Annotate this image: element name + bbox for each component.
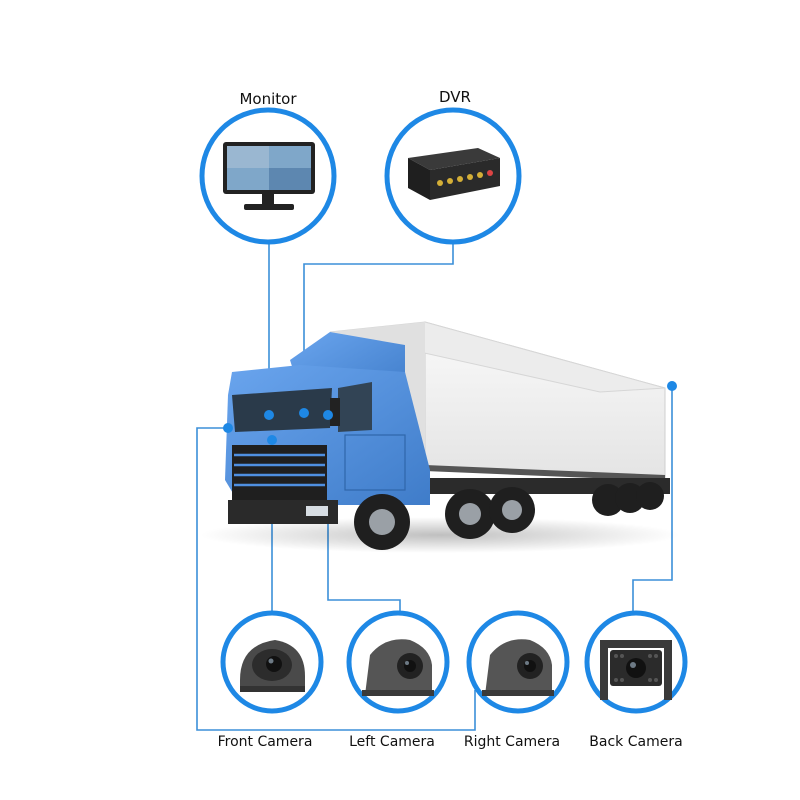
headlight bbox=[306, 506, 328, 516]
dome-camera-icon bbox=[240, 640, 305, 692]
back-camera-node bbox=[584, 610, 688, 714]
mount-points bbox=[223, 381, 677, 445]
back-camera-mount-dot bbox=[667, 381, 677, 391]
dvr-label: DVR bbox=[439, 88, 471, 106]
trailer-wheel-3 bbox=[636, 482, 664, 510]
right-camera-connection-line bbox=[196, 427, 476, 731]
truck-illustration bbox=[200, 321, 680, 553]
cab-side-window bbox=[338, 382, 372, 432]
left-camera-node bbox=[346, 610, 450, 714]
trailer-bottom-rail bbox=[424, 465, 666, 481]
monitor-icon bbox=[223, 142, 315, 210]
front-camera-mount-dot bbox=[267, 435, 277, 445]
back-camera-connection-line bbox=[632, 388, 673, 613]
right-camera-label: Right Camera bbox=[463, 734, 561, 750]
monitor-mount-dot bbox=[264, 410, 274, 420]
cab-door bbox=[344, 434, 406, 491]
dvr-mount-dot bbox=[299, 408, 309, 418]
side-mirror bbox=[330, 398, 340, 426]
dvr-connection-line bbox=[303, 240, 454, 413]
cab-windshield bbox=[232, 388, 332, 432]
cab-grille bbox=[232, 445, 327, 500]
dvr-node bbox=[384, 107, 522, 245]
dvr-icon bbox=[408, 148, 500, 200]
truck-shadow bbox=[200, 517, 680, 553]
back-camera-label: Back Camera bbox=[589, 734, 683, 750]
rear-camera-icon bbox=[600, 640, 672, 700]
left-camera-mount-dot bbox=[323, 410, 333, 420]
front-camera-label: Front Camera bbox=[217, 734, 313, 750]
right-camera-node bbox=[466, 610, 570, 714]
trailer-wheel-1 bbox=[592, 484, 624, 516]
left-camera-label: Left Camera bbox=[349, 734, 435, 750]
right-camera-mount-dot bbox=[223, 423, 233, 433]
front-camera-node bbox=[220, 610, 324, 714]
grille-bars bbox=[234, 453, 325, 487]
monitor-node bbox=[199, 107, 337, 245]
side-camera-icon bbox=[482, 639, 554, 696]
monitor-label: Monitor bbox=[239, 90, 297, 108]
wheels bbox=[354, 482, 664, 550]
side-camera-icon bbox=[362, 639, 434, 696]
